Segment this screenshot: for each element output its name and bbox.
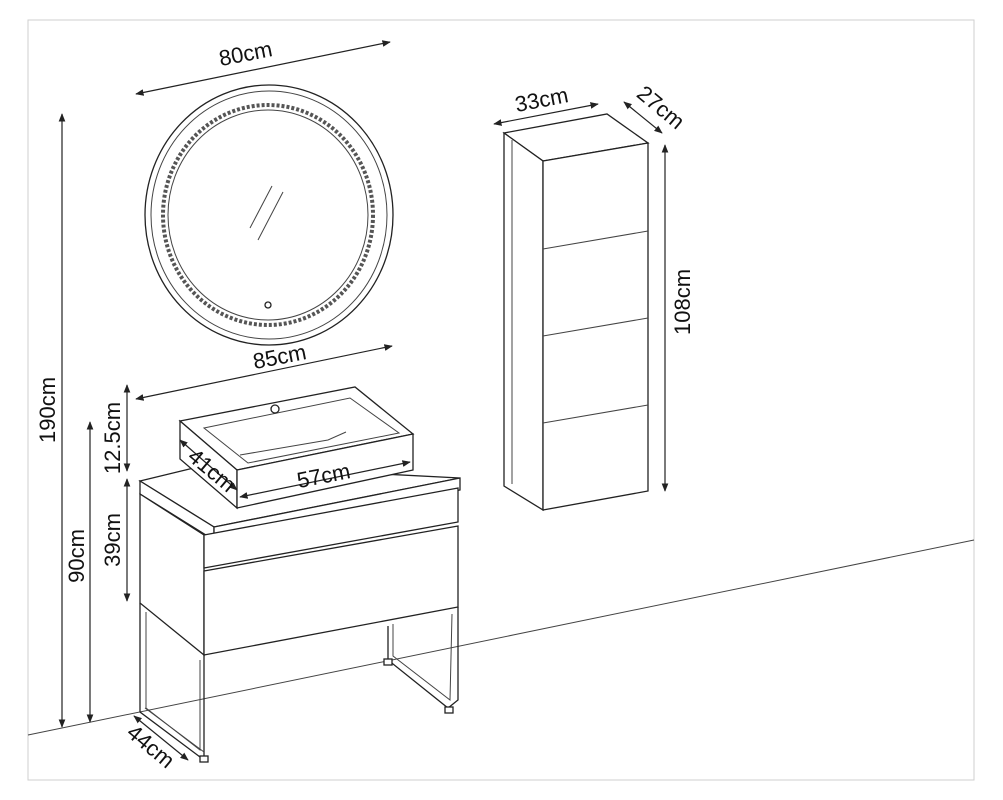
leg-foot-1 <box>199 755 209 763</box>
mirror-outer-rim <box>144 84 394 346</box>
basin-height-label: 12.5cm <box>100 402 125 474</box>
mirror-width-dimension-line <box>135 40 391 96</box>
basin-width-dimension-line <box>239 460 411 499</box>
mirror-reflection-line-1 <box>249 185 273 229</box>
vanity-height-label: 90cm <box>64 529 89 583</box>
frame-border <box>27 19 975 781</box>
mirror-reflection-line-2 <box>257 191 284 241</box>
right-leg-frame-inner <box>392 613 453 701</box>
column-left-side <box>503 131 544 512</box>
mirror-led-ring <box>161 103 375 327</box>
column-width-label: 33cm <box>513 82 571 117</box>
basin-tap-hole-icon <box>270 404 280 414</box>
cabinet-height-label: 39cm <box>100 513 125 567</box>
vanity-width-dimension-line <box>135 344 393 401</box>
mirror-width-label: 80cm <box>217 36 275 71</box>
column-depth-label: 27cm <box>632 80 689 134</box>
basin-drain-slope <box>239 431 347 456</box>
column-width-dimension-line <box>493 102 599 126</box>
total-height-label: 190cm <box>35 377 60 443</box>
mirror-touch-switch-icon <box>264 301 272 309</box>
top-drawer-front <box>203 487 459 569</box>
vanity-depth-dimension-line <box>133 715 189 761</box>
vanity-unit <box>138 386 461 763</box>
column-shelf-3 <box>542 404 649 424</box>
leg-foot-2 <box>444 706 454 714</box>
basin-depth-dimension-line <box>179 439 238 491</box>
leg-foot-3 <box>383 658 393 666</box>
floor-line <box>27 539 975 736</box>
right-leg-frame <box>387 607 459 709</box>
column-shelf-2 <box>542 317 649 337</box>
column-shelf-1 <box>542 230 649 250</box>
column-depth-dimension-line <box>623 101 663 134</box>
mirror-glass-edge <box>167 109 369 321</box>
round-mirror <box>144 84 394 346</box>
column-height-label: 108cm <box>670 269 695 335</box>
tall-column-cabinet <box>502 113 650 512</box>
